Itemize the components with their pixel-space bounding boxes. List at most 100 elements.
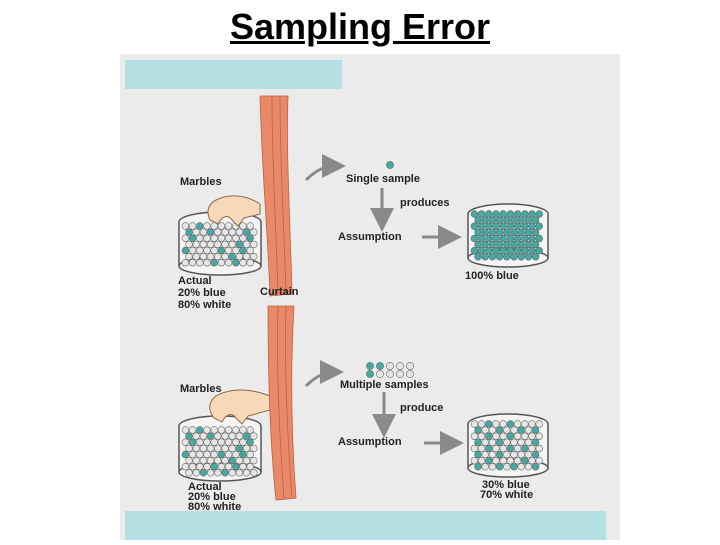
white-marble	[210, 450, 218, 459]
top-actual-label: Actual	[178, 275, 212, 287]
blue-marble	[477, 222, 486, 230]
blue-marble	[528, 247, 536, 255]
top-verb-label: produces	[400, 197, 450, 209]
blue-marble	[506, 234, 515, 243]
blue-marble	[499, 222, 507, 230]
white-marble	[221, 456, 229, 465]
white-marble	[206, 444, 215, 453]
white-marble	[232, 426, 240, 434]
white-marble	[185, 469, 193, 477]
white-marble	[242, 456, 251, 465]
blue-marble	[521, 210, 529, 218]
white-marble	[492, 444, 500, 453]
white-marble	[481, 463, 489, 471]
white-marble	[228, 444, 236, 453]
top-result-jar	[467, 203, 549, 268]
blue-marble	[206, 228, 215, 236]
white-marble	[250, 456, 258, 465]
white-marble	[224, 463, 233, 471]
blue-marble	[485, 222, 493, 230]
top-result-label: 100% blue	[465, 270, 519, 282]
white-marble	[470, 420, 479, 428]
bottom-verb-label: produce	[400, 402, 443, 414]
blue-marble	[503, 253, 511, 261]
white-marble	[235, 252, 244, 261]
white-marble	[181, 438, 190, 446]
white-marble	[196, 234, 204, 242]
blue-marble	[510, 253, 518, 261]
white-marble	[203, 246, 211, 255]
blue-marble	[495, 450, 504, 459]
white-marble	[406, 362, 414, 370]
top-result-marbles	[470, 210, 543, 261]
blue-marble	[513, 247, 522, 255]
white-marble	[246, 246, 254, 255]
white-marble	[192, 432, 200, 440]
blue-marble	[506, 432, 515, 440]
white-marble	[510, 426, 518, 434]
top-source-marbles	[181, 222, 258, 267]
blue-marble	[506, 247, 515, 255]
bottom-hand-icon	[209, 389, 271, 425]
blue-marble	[481, 253, 489, 261]
blue-marble	[239, 246, 247, 255]
white-marble	[224, 450, 233, 459]
blue-marble	[470, 234, 479, 243]
top-hand-icon	[207, 195, 261, 227]
white-marble	[185, 456, 193, 465]
white-marble	[196, 450, 204, 459]
white-marble	[524, 450, 533, 459]
white-marble	[492, 420, 500, 428]
bottom-result-blue: 30% blue	[482, 479, 530, 491]
white-marble	[528, 432, 536, 440]
blue-marble	[474, 426, 482, 434]
blue-marble	[470, 210, 479, 218]
white-marble	[206, 240, 215, 249]
blue-marble	[185, 432, 193, 440]
top-source-jar	[178, 211, 262, 276]
white-marble	[470, 432, 479, 440]
blue-marble	[495, 253, 504, 261]
blue-marble	[524, 228, 533, 237]
bottom-sample-marbles	[366, 362, 414, 378]
white-marble	[214, 228, 222, 236]
blue-marble	[485, 420, 493, 428]
blue-marble	[376, 362, 384, 370]
white-marble	[510, 438, 518, 447]
white-marble	[192, 456, 200, 465]
bottom-result-marbles	[470, 420, 543, 471]
bottom-result-white: 70% white	[480, 489, 533, 501]
white-marble	[214, 444, 222, 453]
blue-marble	[217, 246, 226, 255]
white-marble	[488, 426, 497, 434]
white-marble	[376, 370, 384, 378]
blue-marble	[477, 247, 486, 255]
white-marble	[513, 457, 522, 465]
white-marble	[199, 240, 208, 249]
blue-marble	[235, 444, 244, 453]
white-marble	[250, 228, 258, 236]
white-marble	[239, 438, 247, 446]
white-marble	[488, 450, 497, 459]
white-marble	[192, 252, 200, 261]
blue-marble	[495, 216, 504, 224]
white-marble	[503, 450, 511, 459]
blue-marble	[488, 253, 497, 261]
white-marble	[239, 426, 247, 434]
blue-marble	[492, 234, 500, 243]
white-marble	[214, 240, 222, 249]
blue-marble	[510, 240, 518, 249]
white-marble	[513, 432, 522, 440]
white-marble	[199, 432, 208, 440]
white-marble	[203, 222, 211, 230]
top-sample-marbles	[386, 161, 394, 169]
blue-marble	[481, 216, 489, 224]
blue-marble	[535, 210, 543, 218]
white-marble	[196, 438, 204, 446]
white-marble	[228, 469, 236, 477]
white-marble	[246, 450, 254, 459]
blue-marble	[528, 222, 536, 230]
blue-marble	[481, 240, 489, 249]
blue-marble	[524, 216, 533, 224]
white-marble	[488, 438, 497, 447]
